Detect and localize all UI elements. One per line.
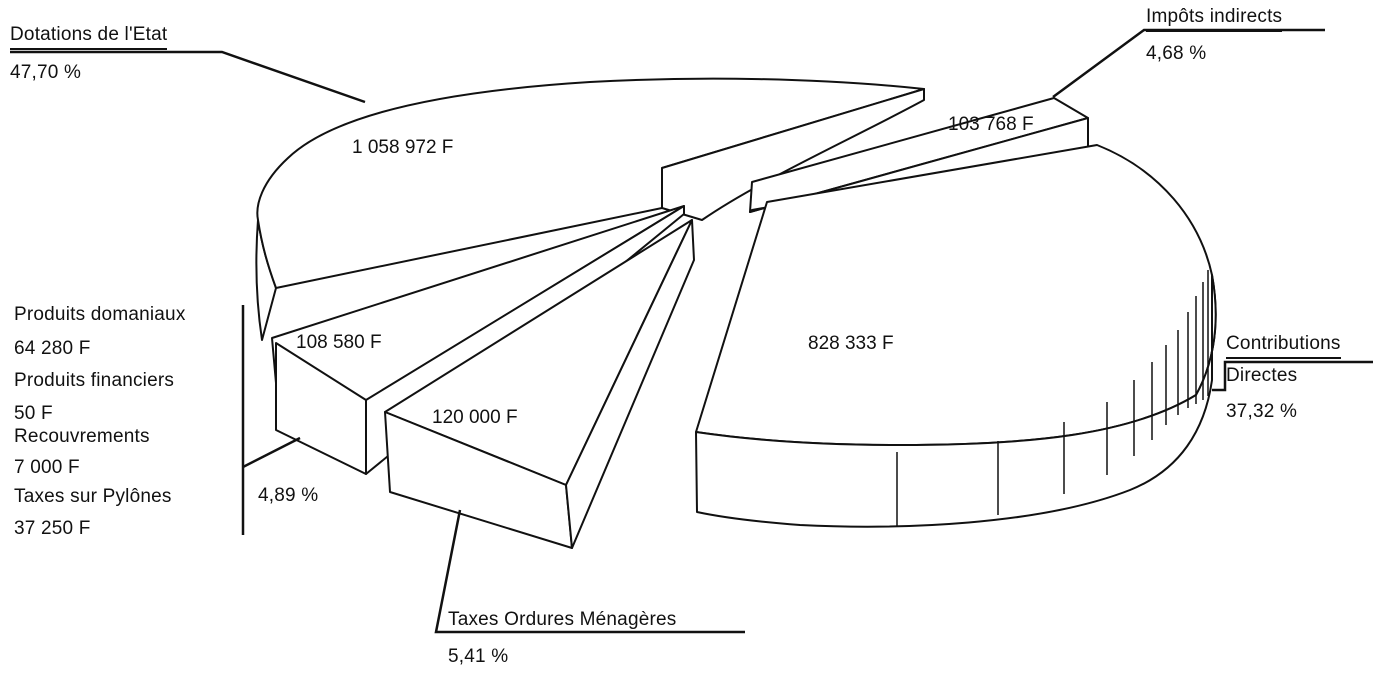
slice-dotations-cut-right	[661, 88, 925, 221]
value-dotations: 1 058 972 F	[352, 137, 454, 158]
label-taxes: Taxes Ordures Ménagères	[448, 609, 677, 630]
slice-taxes-side	[565, 219, 695, 549]
component-value: 50 F	[14, 403, 53, 424]
label-contributions-line2: Directes	[1226, 365, 1298, 386]
component-value: 7 000 F	[14, 457, 80, 478]
value-grouped: 108 580 F	[296, 332, 382, 353]
value-contributions: 828 333 F	[808, 333, 894, 354]
label-impots: Impôts indirects	[1146, 6, 1283, 32]
component-value: 37 250 F	[14, 518, 91, 539]
label-dotations: Dotations de l'Etat	[10, 24, 168, 50]
slice-contributions-ribs	[896, 270, 1209, 526]
percent-grouped: 4,89 %	[258, 485, 319, 506]
percent-dotations: 47,70 %	[10, 62, 82, 83]
percent-impots: 4,68 %	[1146, 43, 1207, 64]
leader-taxes	[434, 509, 745, 634]
leader-dotations	[10, 50, 366, 104]
component-label: Produits domaniaux	[14, 304, 186, 325]
component-label: Produits financiers	[14, 370, 175, 391]
slice-contributions-side	[695, 274, 1217, 528]
value-impots: 103 768 F	[948, 114, 1034, 135]
value-taxes: 120 000 F	[432, 407, 518, 428]
percent-taxes: 5,41 %	[448, 646, 509, 667]
leader-contributions	[1212, 360, 1373, 392]
label-contributions-line1: Contributions	[1226, 333, 1341, 359]
component-label: Taxes sur Pylônes	[14, 486, 172, 507]
slice-dotations-top	[256, 77, 925, 289]
percent-contributions: 37,32 %	[1226, 401, 1298, 422]
component-value: 64 280 F	[14, 338, 91, 359]
component-label: Recouvrements	[14, 426, 150, 447]
leader-grouped	[242, 436, 301, 469]
